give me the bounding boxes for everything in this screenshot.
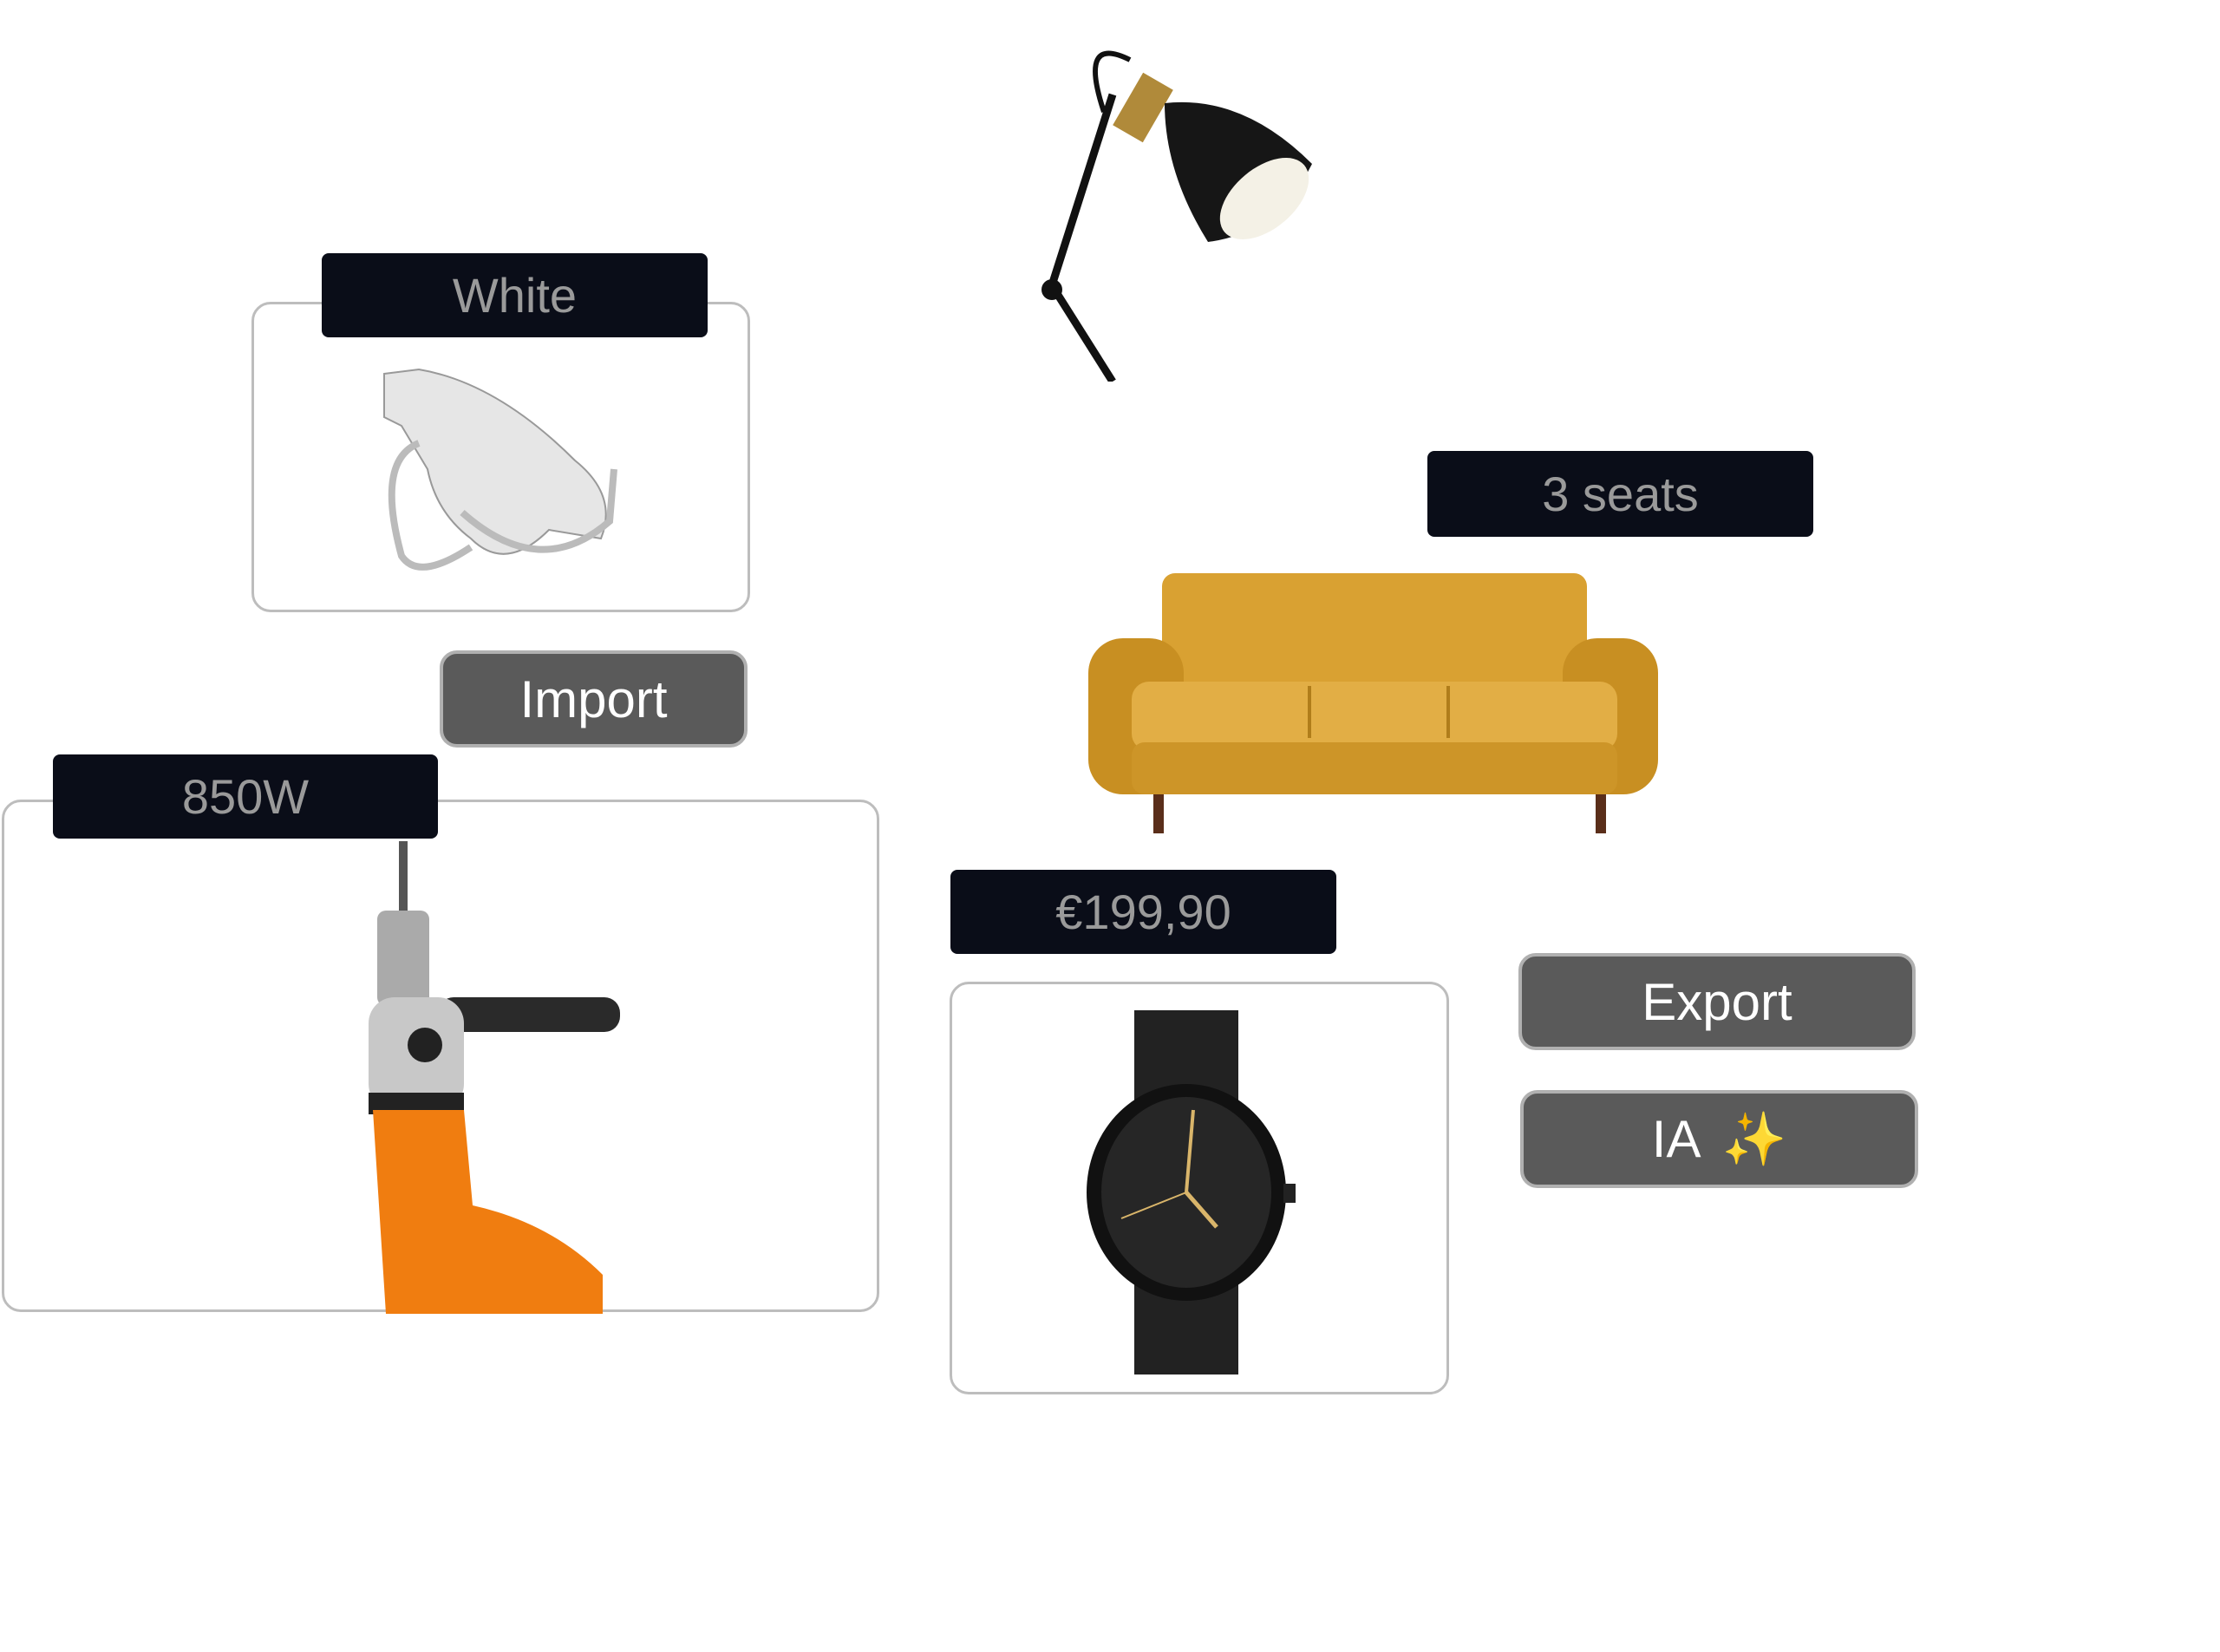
drill-image	[369, 841, 620, 1314]
desk-lamp-image[interactable]	[1017, 42, 1316, 382]
sneaker-image	[383, 368, 617, 571]
watch-card[interactable]	[950, 982, 1449, 1394]
sparkles-icon: ✨	[1721, 1110, 1787, 1168]
shoe-card[interactable]	[251, 302, 750, 612]
drill-card[interactable]	[2, 800, 879, 1314]
sofa-seats-tag: 3 seats	[1427, 451, 1813, 537]
shoe-color-tag: White	[322, 253, 708, 337]
drill-power-tag: 850W	[53, 754, 438, 839]
wristwatch-image	[1087, 1010, 1296, 1374]
watch-price-tag: €199,90	[950, 870, 1336, 954]
sofa-image[interactable]	[1088, 573, 1658, 833]
import-button[interactable]: Import	[440, 650, 748, 748]
ia-label: IA	[1651, 1110, 1701, 1168]
export-button[interactable]: Export	[1518, 953, 1916, 1050]
ia-button[interactable]: IA ✨	[1520, 1090, 1918, 1188]
